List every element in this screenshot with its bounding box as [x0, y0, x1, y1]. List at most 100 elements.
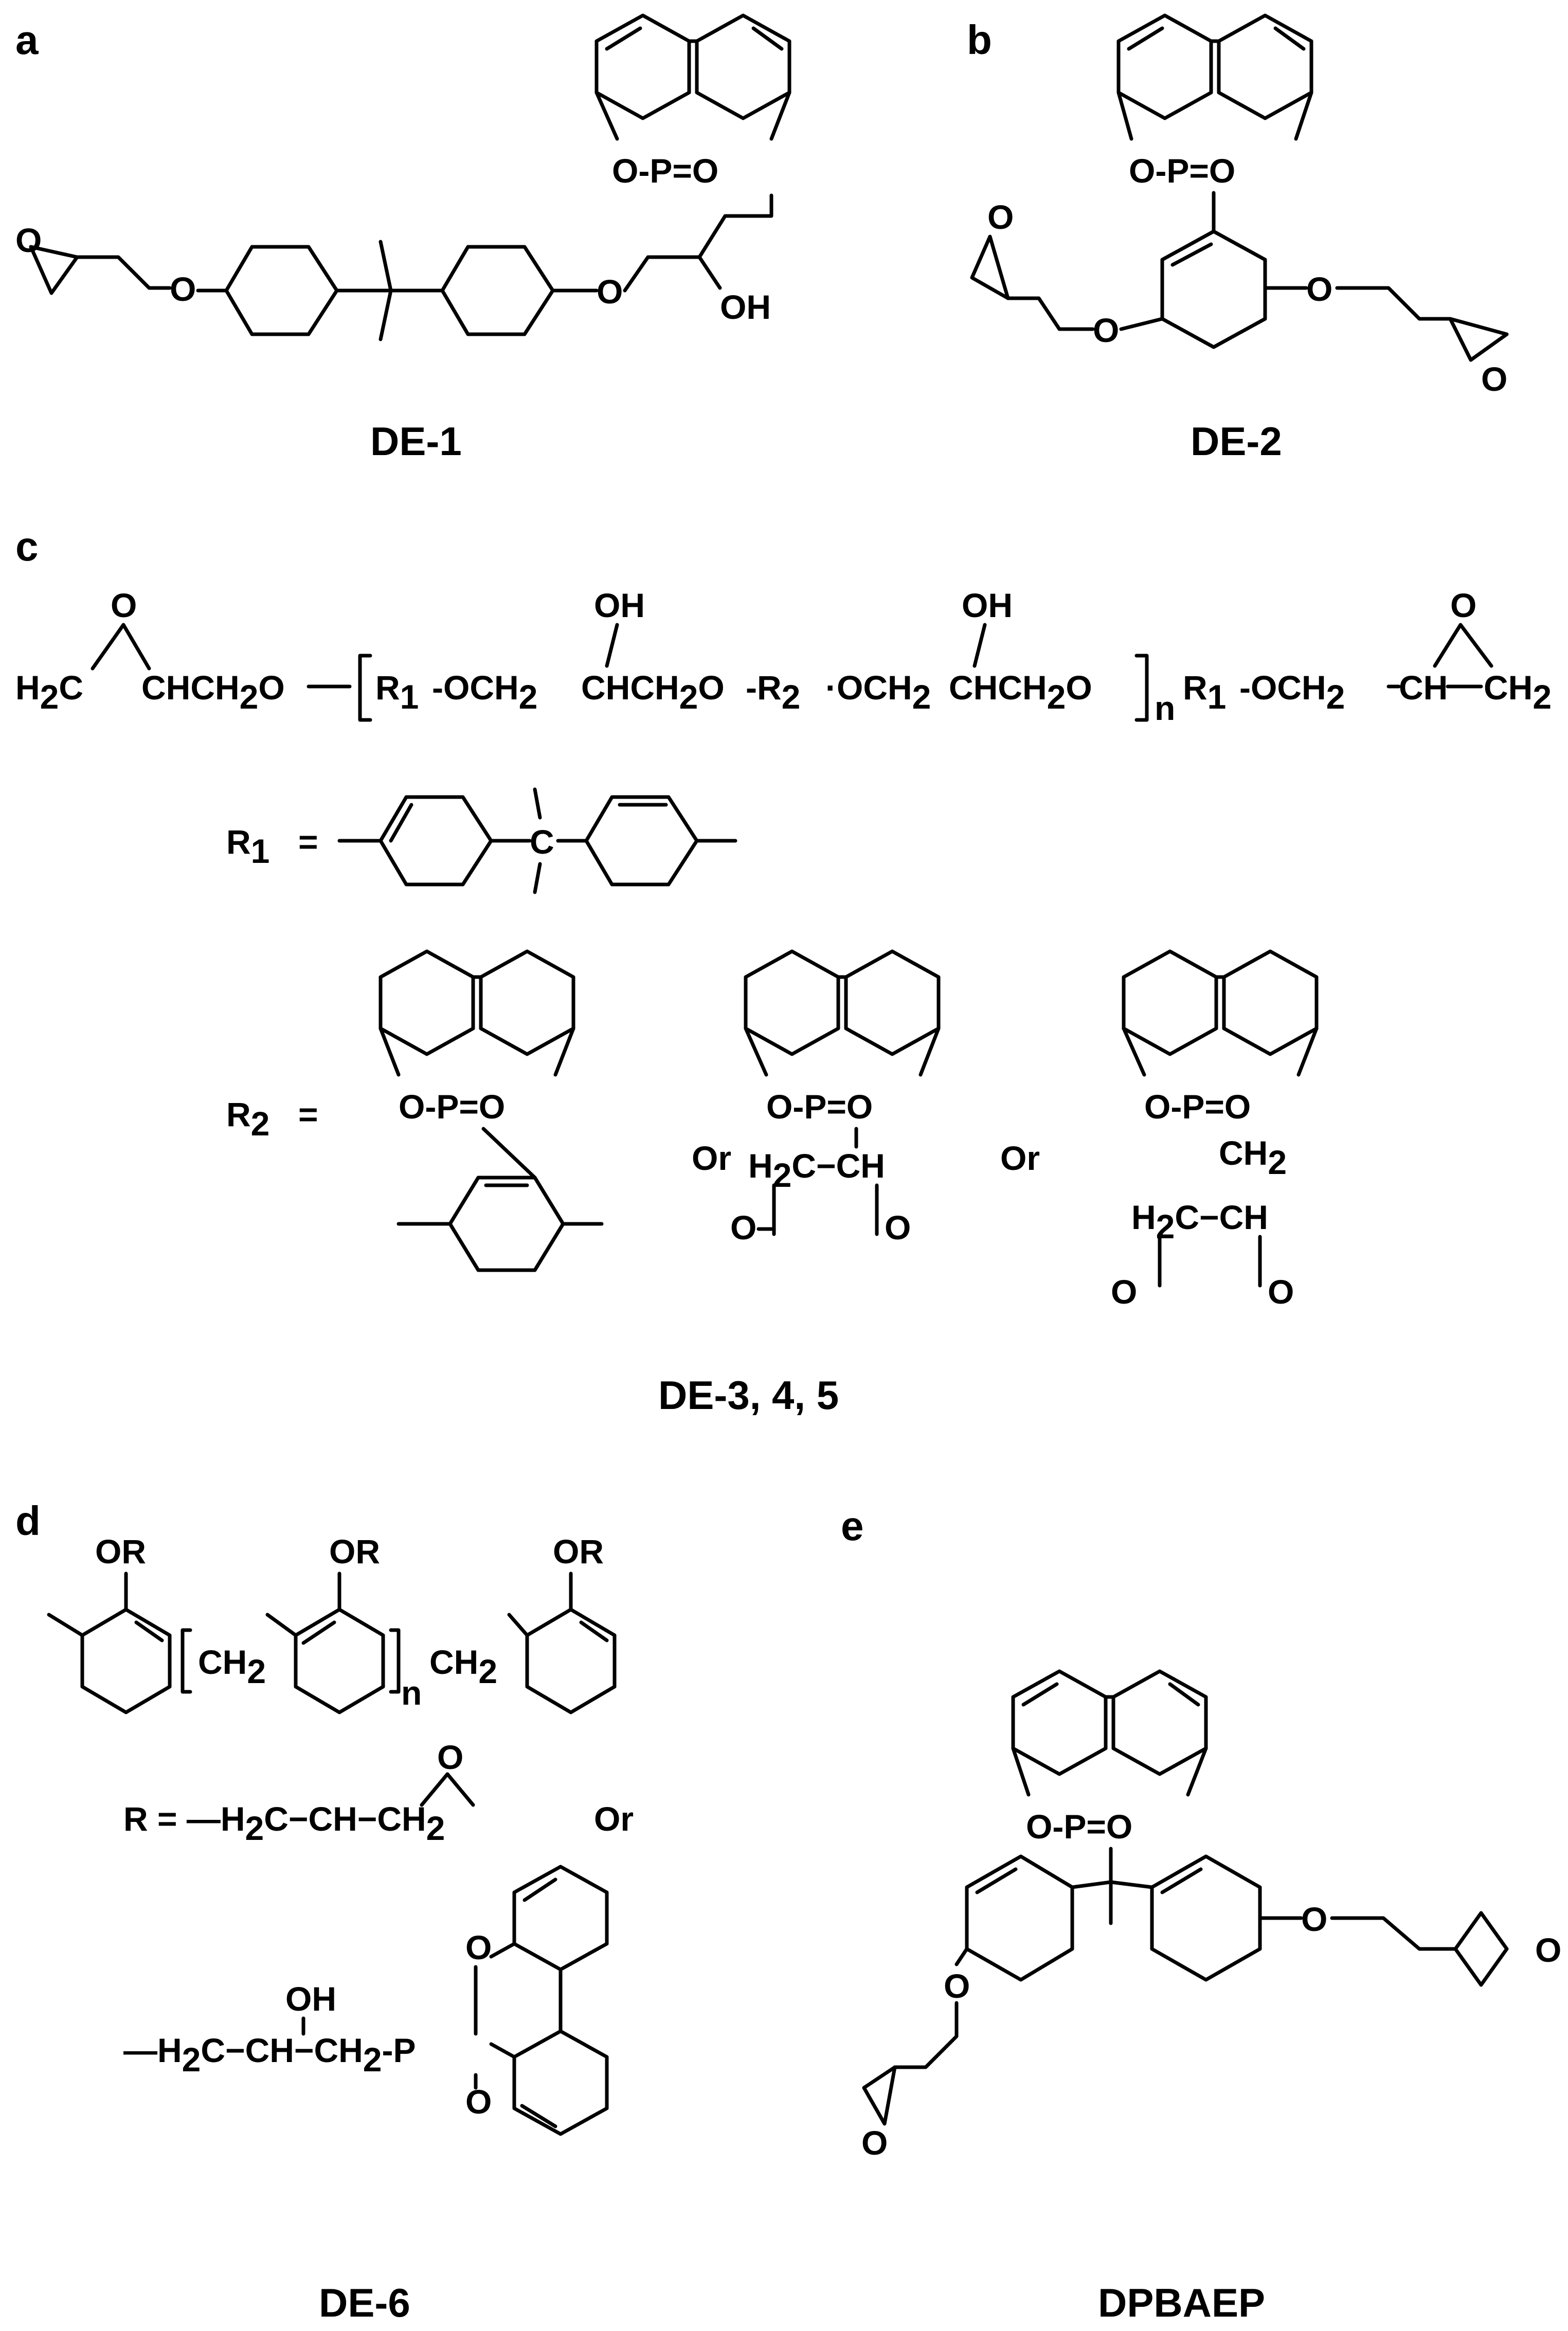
- bond-b-o1: [1119, 317, 1164, 331]
- atom-e-opo: O-P=O: [1026, 1808, 1132, 1846]
- ring-b-dbl2: [1273, 26, 1306, 51]
- bond-e-c-ring1: [1070, 1880, 1113, 1889]
- chain-chch2o: CHCH2O: [141, 668, 285, 716]
- novolac-ring3-dbl: [579, 1620, 609, 1642]
- r-alt-po: O: [465, 2083, 492, 2121]
- panel-d: d OR CH2 OR n CH2 OR R = —H2C−CH−CH2 O O…: [15, 1498, 634, 2325]
- epoxide-b1: [970, 234, 1010, 300]
- chain-e-left: [893, 2001, 959, 2069]
- ring-a-bpa2: [440, 245, 555, 336]
- chain-chch2o-b: CHCH2O: [949, 668, 1092, 716]
- novolac-me-1: [47, 1613, 84, 1637]
- epoxide-a: [29, 245, 79, 295]
- panel-a: a O-P=O O O O OH DE-1: [15, 13, 791, 464]
- r2o1-bond-p: [553, 1026, 575, 1077]
- atom-b-o1: O: [1093, 311, 1119, 349]
- novolac-n: n: [401, 1674, 422, 1712]
- r-alt-bond-o-ring: [489, 1942, 516, 1959]
- novolac-ring1-dbl: [134, 1620, 164, 1642]
- ring-e-bpa2: [1150, 1854, 1262, 1982]
- panel-c: c H2C O CHCH2O R1 -OCH2 OH CHCH2O -R2 ·O…: [15, 523, 1552, 1418]
- panel-letter-c: c: [15, 523, 39, 569]
- r2-label: R2: [226, 1095, 269, 1143]
- atom-b-epox1: O: [987, 198, 1014, 236]
- r1-ring-1: [379, 795, 493, 887]
- r-def-epox-o: O: [437, 1738, 463, 1776]
- novolac-bracket-l: [181, 1628, 192, 1694]
- chain-r1b: R1: [1183, 668, 1226, 716]
- r2o3-ring-right: [1222, 949, 1319, 1056]
- compound-name-a: DE-1: [370, 419, 462, 464]
- ring-b-hq-dbl: [1170, 242, 1213, 267]
- atom-a-opo: O-P=O: [612, 152, 718, 190]
- r2-or-1: Or: [692, 1139, 731, 1177]
- r1-ring-2: [584, 795, 699, 887]
- novolac-me-2: [265, 1613, 298, 1637]
- r2o3-ring-left: [1122, 949, 1218, 1056]
- epoxide-c-right: [1433, 623, 1493, 668]
- r-alt-o: O: [465, 1928, 492, 1966]
- r-def-epoxide: [420, 1772, 475, 1807]
- novolac-me-3: [507, 1613, 529, 1637]
- compound-name-d: DE-6: [319, 2280, 410, 2325]
- ring-b-right: [1217, 13, 1313, 120]
- chain-n: n: [1155, 689, 1175, 727]
- epoxide-e1: [862, 2065, 897, 2126]
- r2o2-h2c: H2C−CH: [748, 1147, 885, 1194]
- r2-eq: =: [298, 1095, 318, 1133]
- r-alt-ring-bottom-dbl: [520, 2104, 557, 2128]
- ring-e-bpa1: [965, 1854, 1074, 1982]
- r-alt-ring-top: [512, 1865, 609, 1972]
- novolac-ring-3: [525, 1607, 617, 1714]
- atom-b-opo: O-P=O: [1129, 152, 1235, 190]
- r-alt-chain: —H2C−CH−CH2-P: [123, 2031, 416, 2079]
- bond-a-oh: [697, 255, 722, 290]
- r2o1-ring-bottom: [448, 1176, 565, 1272]
- ring-a-bpa1: [224, 245, 339, 336]
- atom-a-o1: O: [170, 270, 196, 308]
- atom-a-o2: O: [597, 273, 623, 311]
- novolac-ring2-dbl: [301, 1620, 336, 1645]
- panel-letter-e: e: [841, 1503, 864, 1549]
- chain-epox-o-left: O: [111, 586, 137, 624]
- r1-eq: =: [298, 823, 318, 861]
- r2o3-opo: O-P=O: [1144, 1088, 1251, 1126]
- ring-e-dbl2: [1168, 1682, 1200, 1707]
- bond-e-o1: [954, 1947, 969, 1966]
- r2o1-ring-right: [479, 949, 575, 1056]
- r2-or-2: Or: [1000, 1139, 1040, 1177]
- atom-a-epox-o: O: [15, 221, 42, 259]
- bracket-right: [1134, 654, 1149, 722]
- ring-a-right: [695, 13, 791, 120]
- bond-a-p: [769, 91, 791, 141]
- bond-e-p: [1186, 1746, 1208, 1797]
- ring-e-dbl: [1021, 1682, 1059, 1707]
- atom-e-epox1: O: [861, 2124, 888, 2162]
- chain-chch2o-a: CHCH2O: [581, 668, 725, 716]
- r2o2-bond-p: [918, 1026, 941, 1077]
- r1-me-1: [533, 787, 542, 820]
- chain-a-right: [623, 193, 773, 293]
- bond-b-p: [1294, 91, 1313, 141]
- ring-e-bpa1-dbl: [975, 1867, 1018, 1894]
- ring-b-left: [1116, 13, 1213, 120]
- r2o2-ring-right: [844, 949, 941, 1056]
- chain-h2c: H2C: [15, 668, 83, 716]
- r-alt-ring-bottom: [512, 2029, 609, 2136]
- chain-och2c: -OCH2: [1239, 668, 1345, 716]
- bond-a-me2: [379, 288, 393, 341]
- novolac-or-2: OR: [329, 1532, 380, 1570]
- chain-oh1: OH: [594, 586, 645, 624]
- bond-e-c-ring2: [1109, 1880, 1154, 1889]
- novolac-or-3: OR: [553, 1532, 604, 1570]
- r-def-or: Or: [594, 1800, 634, 1838]
- chain-oh2: OH: [962, 586, 1013, 624]
- chain-ch2-end: CH2: [1484, 668, 1552, 716]
- r1-label: R1: [226, 823, 269, 870]
- atom-e-o1: O: [944, 1967, 970, 2005]
- r2o3-o-left: O: [1111, 1273, 1137, 1311]
- r-alt-oh: OH: [285, 1980, 336, 2018]
- compound-name-e: DPBAEP: [1098, 2280, 1265, 2325]
- panel-e: e O-P=O O O O O DPBAEP: [841, 1503, 1561, 2325]
- bond-c-oh1: [605, 623, 619, 668]
